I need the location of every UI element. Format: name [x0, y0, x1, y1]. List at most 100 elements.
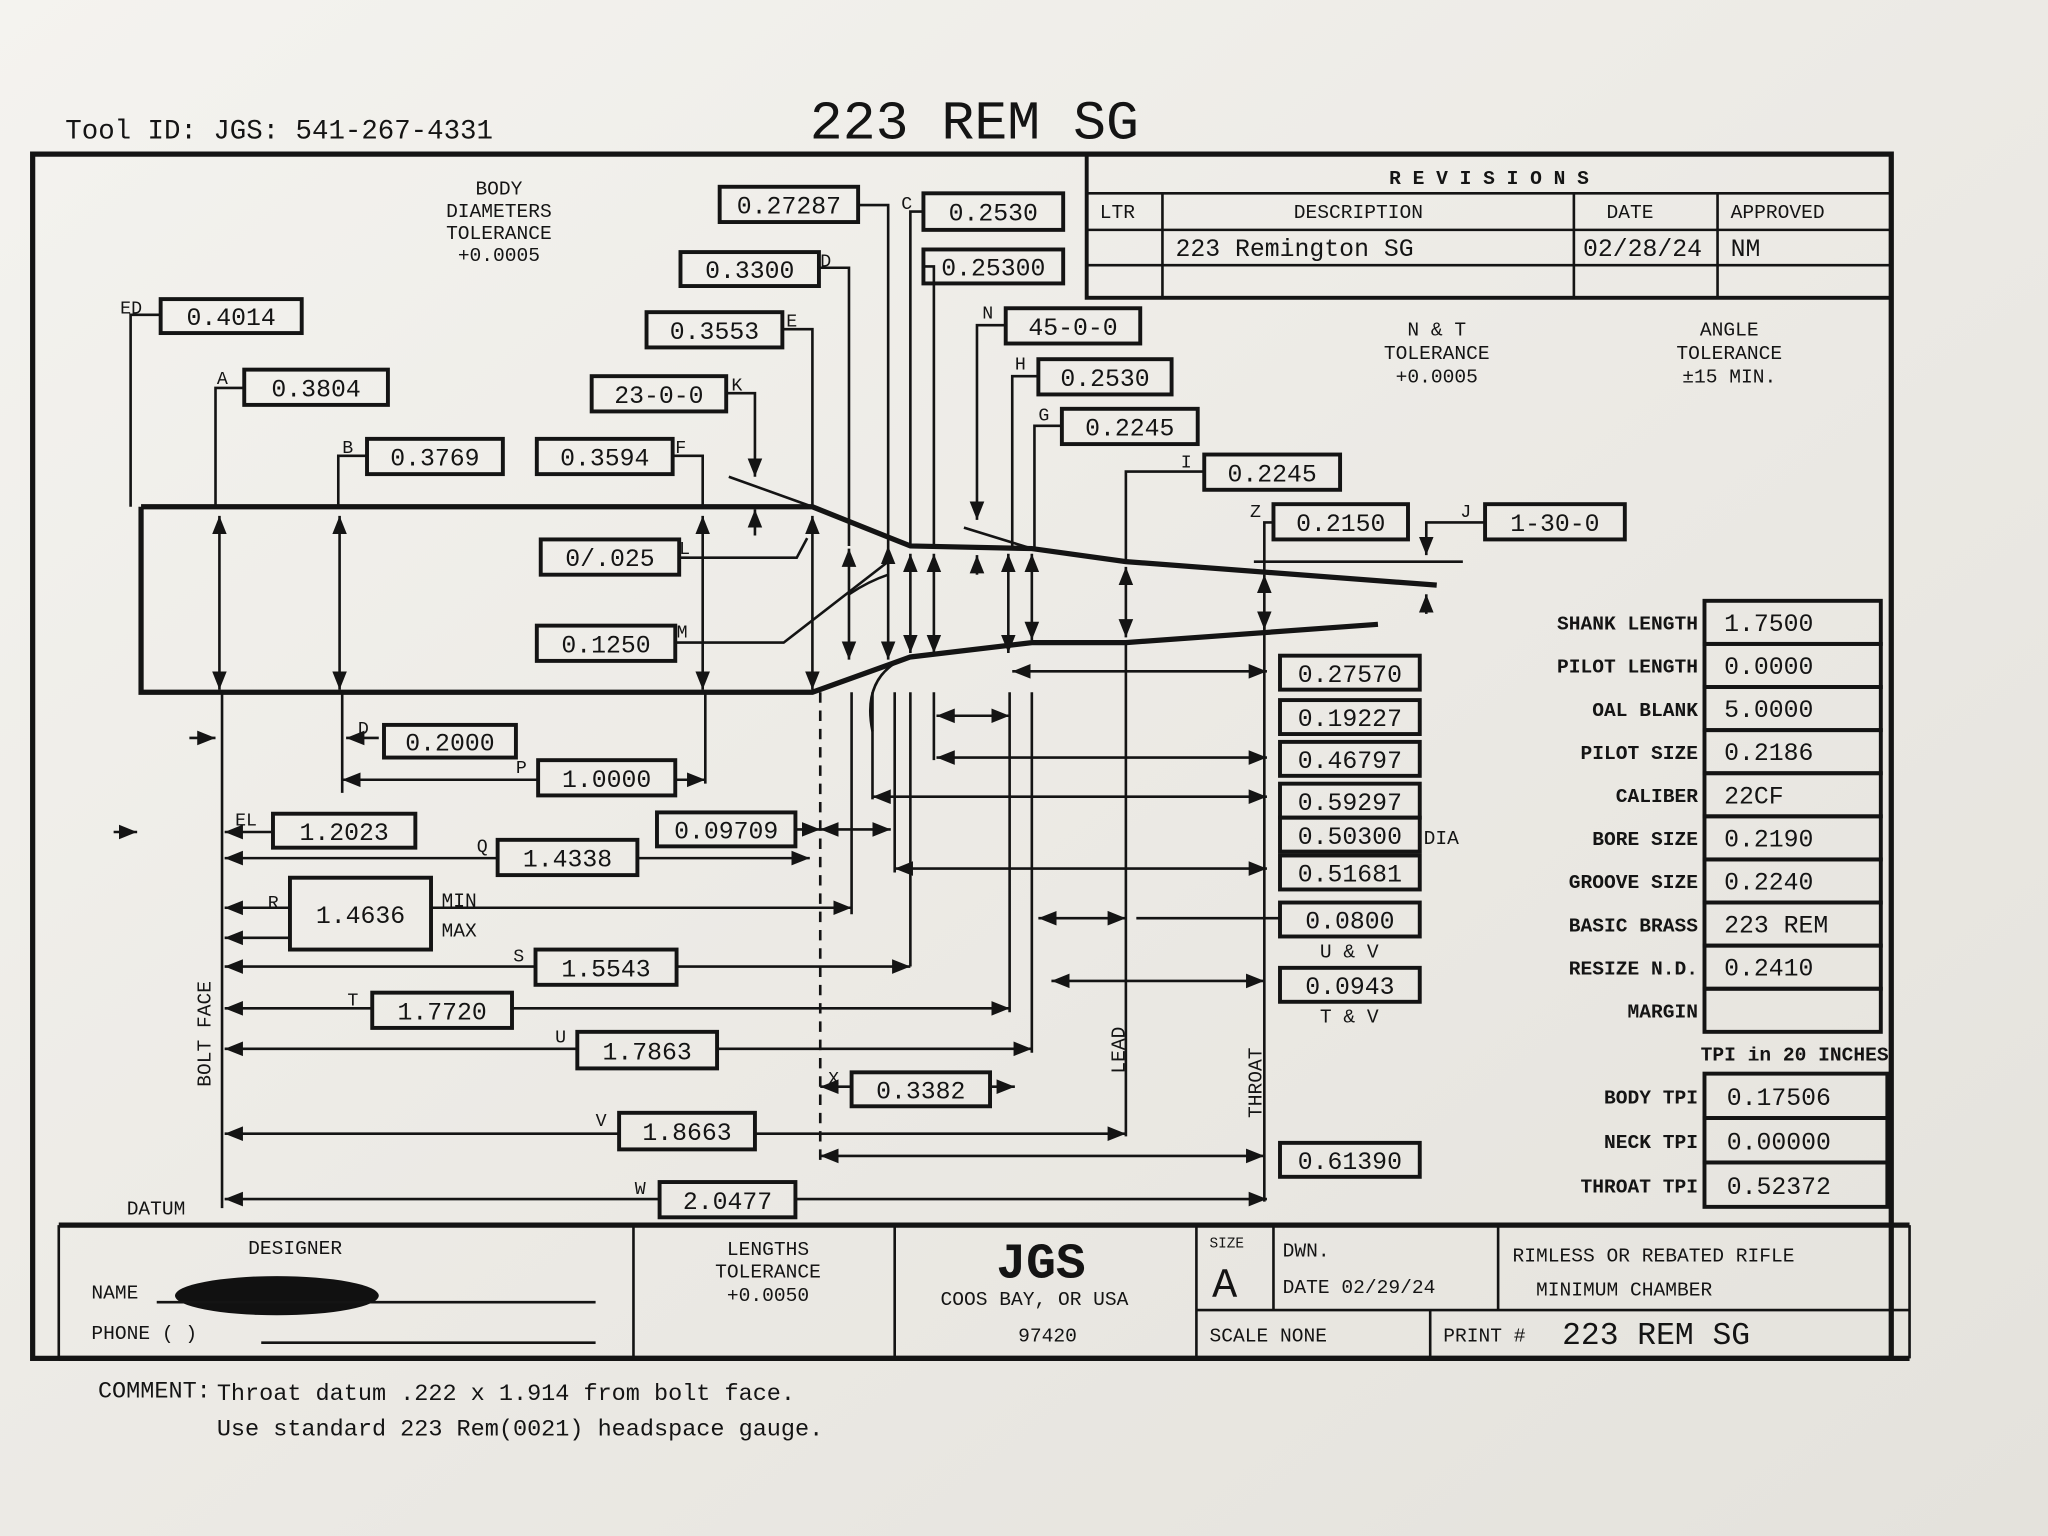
spec-value: 0.2190 [1724, 826, 1813, 854]
value-box [533, 947, 679, 987]
value-box [589, 374, 729, 414]
spec-value: 0.2240 [1724, 869, 1813, 897]
spec-label: BASIC BRASS [1569, 915, 1698, 937]
spec-label: CALIBER [1616, 786, 1698, 808]
diameter-callout: 0.25300 [921, 247, 1066, 286]
spec-label: GROOVE SIZE [1569, 872, 1698, 894]
callout-letter: D [358, 720, 369, 740]
comment-line: Use standard 223 Rem(0021) headspace gau… [217, 1416, 823, 1443]
diameter-callout: 1-30-0J [1460, 502, 1627, 542]
value-box [1278, 698, 1422, 736]
throat-length-callout: 0.51681 [1278, 853, 1422, 892]
value-box [1271, 502, 1410, 542]
value-box [1059, 406, 1200, 447]
callout-value: 0.3300 [705, 258, 794, 286]
nt-tolerance-note: N & T TOLERANCE +0.0005 [1384, 320, 1490, 389]
callout-letter: U [555, 1028, 566, 1048]
value-box [382, 722, 518, 760]
throat-length-callout: 0.0800 [1278, 900, 1422, 939]
callout-value: 0.2530 [1060, 366, 1149, 394]
callout-value: 0.19227 [1298, 706, 1402, 734]
callout-value: 0.2245 [1085, 416, 1174, 444]
value-box [538, 537, 682, 577]
leader-line [1418, 521, 1486, 556]
value-box [1278, 739, 1422, 778]
leader-line [672, 454, 704, 507]
callout-letter: P [516, 759, 527, 779]
leader-line [679, 537, 809, 560]
throat-length-callout: 0.46797 [1278, 739, 1422, 778]
spec-value: 0.2410 [1724, 956, 1813, 984]
leader-line [1010, 374, 1039, 549]
spec-value: 0.2186 [1724, 740, 1813, 768]
callout-value: 1.0000 [562, 767, 651, 795]
callout-letter: V [596, 1112, 607, 1132]
comment-line: Throat datum .222 x 1.914 from bolt face… [217, 1381, 795, 1408]
spec-label: BORE SIZE [1592, 829, 1698, 851]
callout-value: 0.51681 [1298, 862, 1402, 890]
value-box [534, 623, 678, 663]
callout-value: 0/.025 [565, 546, 654, 574]
leader-line [909, 210, 924, 546]
callout-value: 0.3382 [876, 1078, 965, 1106]
value-box [657, 1180, 798, 1220]
callout-letter: C [901, 195, 912, 215]
leader-line [129, 313, 161, 507]
leader-line [336, 454, 368, 507]
leader-line [1124, 470, 1205, 562]
callout-letter: EL [235, 811, 257, 831]
spec-value: 22CF [1724, 783, 1784, 811]
note-line: +0.0005 [1396, 367, 1478, 389]
callout-value: 0.0943 [1305, 974, 1394, 1002]
callout-value: 0.27570 [1298, 662, 1402, 690]
spec-value-box [1702, 986, 1883, 1034]
print-label: PRINT # [1443, 1325, 1525, 1347]
callout-value: 1.7863 [603, 1039, 692, 1067]
throat-length-callout: 0.19227 [1278, 698, 1422, 736]
spec-label: SHANK LENGTH [1557, 614, 1698, 636]
value-box [678, 250, 821, 288]
designer-label: DESIGNER [248, 1238, 342, 1260]
value-box [365, 436, 505, 477]
spec-row: MARGIN [1627, 986, 1883, 1034]
note-line: TOLERANCE [1384, 343, 1490, 365]
tpi-value: 0.17506 [1727, 1085, 1831, 1113]
phone-label: PHONE ( ) [91, 1323, 197, 1345]
throat-length-callout: 0.0943 [1278, 965, 1422, 1004]
callout-letter: I [1181, 454, 1192, 474]
note-line: BODY [475, 179, 522, 201]
throat-length-callout: 0.59297 [1278, 781, 1422, 820]
revision-description: 223 Remington SG [1176, 236, 1414, 264]
callout-value: 1.4636 [316, 903, 405, 931]
angle-tolerance-note: ANGLE TOLERANCE ±15 MIN. [1676, 320, 1782, 389]
leader-line [782, 327, 814, 507]
callout-letter: A [217, 370, 228, 390]
tpi-value: 0.52372 [1727, 1174, 1831, 1202]
value-box [655, 810, 798, 849]
value-box [575, 1029, 720, 1071]
throat-length-callout: 0.27570 [1278, 653, 1422, 692]
value-box [1278, 965, 1422, 1004]
revision-approved: NM [1731, 236, 1761, 264]
callout-letter: H [1015, 356, 1026, 376]
drawing-description: RIMLESS OR REBATED RIFLE [1512, 1246, 1794, 1268]
callout-value: 0.3804 [271, 376, 360, 404]
drawing-description: MINIMUM CHAMBER [1536, 1280, 1712, 1302]
callout-value: 0.59297 [1298, 790, 1402, 818]
callout-value: 0.0800 [1305, 909, 1394, 937]
length-callout: 1.0000 P [516, 758, 678, 798]
callout-value: 0.3594 [560, 446, 649, 474]
r-min-label: MIN [441, 890, 476, 912]
company-city: COOS BAY, OR USA [940, 1289, 1128, 1311]
